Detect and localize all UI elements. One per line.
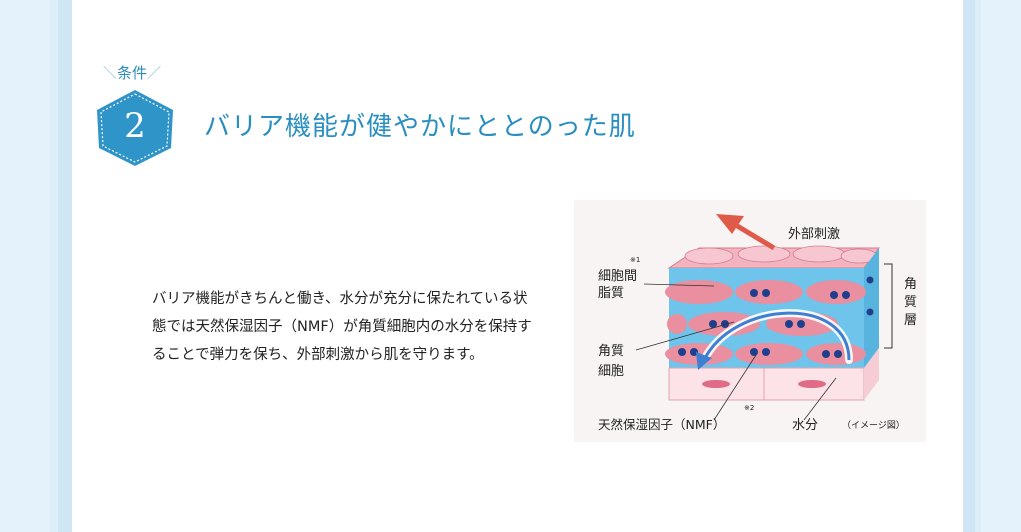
skin-barrier-diagram: 外部刺激 ※1 細胞間 脂質 角質 細胞 角 質 層 ※2 天然保湿因子（NMF… (574, 200, 926, 442)
left-background-band (0, 0, 50, 532)
condition-label-text: 条件 (116, 64, 147, 82)
image-caption: （イメージ図） (842, 420, 905, 431)
nmf-label: 天然保湿因子（NMF） (598, 417, 725, 432)
stratum-corneum-label: 角 (904, 277, 917, 292)
slash-right-icon: ／ (147, 66, 161, 82)
description-line: 態では天然保湿因子（NMF）が角質細胞内の水分を保持す (152, 319, 532, 335)
intercellular-lipid-label: 細胞間 (598, 269, 637, 284)
condition-number: 2 (124, 106, 146, 146)
description-line: バリア機能がきちんと働き、水分が充分に保たれている状 (152, 291, 528, 307)
slash-left-icon: ＼ (102, 66, 117, 82)
intercellular-lipid-label: 脂質 (598, 286, 624, 301)
skin-layer-illustration: 外部刺激 ※1 細胞間 脂質 角質 細胞 角 質 層 ※2 天然保湿因子（NMF… (598, 214, 917, 433)
page-title: バリア機能が健やかにととのった肌 (204, 112, 636, 142)
description-text: バリア機能がきちんと働き、水分が充分に保たれている状 態では天然保湿因子（NMF… (152, 285, 562, 369)
nmf-note-label: ※2 (744, 404, 754, 412)
condition-label: ＼条件／ (100, 62, 164, 84)
lipid-note-label: ※1 (630, 256, 640, 264)
stratum-corneum-label: 質 (904, 295, 917, 310)
stratum-corneum-label: 層 (904, 313, 917, 328)
hexagon-badge-icon (97, 90, 173, 166)
right-background-band (981, 0, 1021, 532)
description-line: ることで弾力を保ち、外部刺激から肌を守ります。 (152, 347, 484, 363)
corneocyte-label: 細胞 (598, 364, 624, 379)
external-stimulus-label: 外部刺激 (788, 227, 840, 242)
water-label: 水分 (792, 418, 818, 433)
corneocyte-label: 角質 (598, 344, 624, 359)
